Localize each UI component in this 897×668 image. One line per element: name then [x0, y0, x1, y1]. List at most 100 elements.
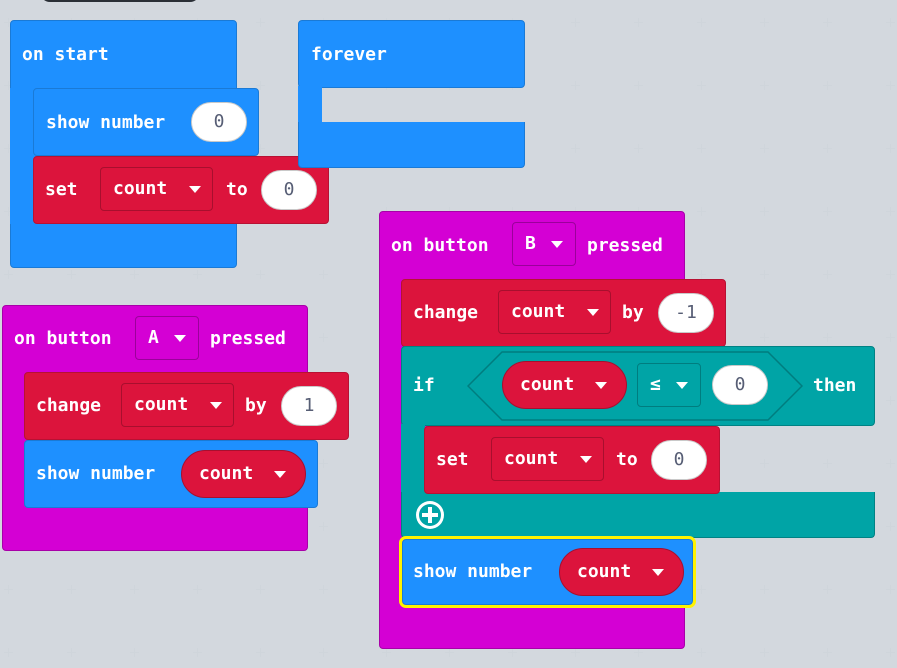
change-value-input[interactable]: -1 — [658, 293, 714, 333]
grid-cross — [256, 270, 265, 279]
grid-cross — [634, 144, 643, 153]
grid-cross — [256, 144, 265, 153]
variable-dropdown-label: count — [134, 394, 189, 415]
grid-cross — [319, 648, 328, 657]
variable-dropdown[interactable]: count — [491, 437, 604, 481]
variable-dropdown[interactable]: count — [498, 290, 611, 334]
grid-cross — [886, 207, 895, 216]
set-value-input[interactable]: 0 — [651, 440, 707, 480]
caret-down-icon — [210, 402, 222, 409]
show-number-label: show number — [46, 112, 166, 133]
caret-down-icon — [595, 382, 607, 389]
grid-cross — [760, 144, 769, 153]
grid-cross — [823, 333, 832, 342]
grid-cross — [508, 648, 517, 657]
show-number-value-input[interactable]: 0 — [191, 102, 247, 142]
grid-cross — [571, 144, 580, 153]
variable-dropdown-label: count — [113, 178, 168, 199]
grid-cross — [823, 18, 832, 27]
grid-cross — [193, 270, 202, 279]
grid-cross — [886, 270, 895, 279]
count-variable-reporter[interactable]: count — [181, 450, 306, 498]
forever-block[interactable] — [298, 20, 525, 88]
grid-cross — [445, 648, 454, 657]
grid-cross — [823, 81, 832, 90]
grid-cross — [760, 207, 769, 216]
pressed-label: pressed — [210, 328, 286, 349]
grid-cross — [760, 459, 769, 468]
if-label: if — [413, 375, 435, 396]
grid-cross — [4, 585, 13, 594]
grid-cross — [67, 585, 76, 594]
caret-down-icon — [652, 569, 664, 576]
grid-cross — [319, 333, 328, 342]
button-a-dropdown[interactable]: A — [135, 316, 199, 360]
on-button-label: on button — [14, 328, 112, 349]
caret-down-icon — [676, 382, 688, 389]
grid-cross — [193, 648, 202, 657]
set-value-input[interactable]: 0 — [261, 170, 317, 210]
caret-down-icon — [580, 456, 592, 463]
grid-cross — [886, 81, 895, 90]
if-footer — [401, 492, 875, 538]
caret-down-icon — [551, 241, 563, 248]
grid-cross — [760, 333, 769, 342]
if-spine — [401, 424, 425, 494]
grid-cross — [571, 81, 580, 90]
grid-cross — [319, 522, 328, 531]
grid-cross — [571, 648, 580, 657]
forever-label: forever — [311, 44, 387, 65]
grid-cross — [886, 648, 895, 657]
operator-label: ≤ — [650, 374, 661, 395]
variable-dropdown[interactable]: count — [100, 167, 213, 211]
count-reporter-label: count — [520, 374, 575, 395]
forever-spine — [298, 86, 322, 126]
count-variable-reporter[interactable]: count — [559, 548, 684, 596]
change-label: change — [36, 395, 102, 416]
grid-cross — [697, 144, 706, 153]
grid-cross — [697, 585, 706, 594]
grid-cross — [382, 648, 391, 657]
grid-cross — [760, 585, 769, 594]
grid-cross — [4, 207, 13, 216]
count-variable-reporter[interactable]: count — [502, 361, 627, 409]
plus-circle-icon[interactable] — [414, 499, 446, 531]
set-label: set — [436, 449, 469, 470]
grid-cross — [256, 81, 265, 90]
on-start-spine — [10, 88, 34, 224]
grid-cross — [886, 585, 895, 594]
button-b-dropdown[interactable]: B — [512, 222, 576, 266]
grid-cross — [823, 648, 832, 657]
operator-dropdown[interactable]: ≤ — [637, 363, 701, 407]
grid-cross — [823, 585, 832, 594]
grid-cross — [886, 522, 895, 531]
grid-cross — [193, 585, 202, 594]
forever-bottom — [298, 122, 525, 168]
grid-cross — [886, 144, 895, 153]
grid-cross — [130, 270, 139, 279]
button-a-dropdown-label: A — [148, 327, 159, 348]
grid-cross — [319, 459, 328, 468]
grid-cross — [4, 648, 13, 657]
toolbar-edge — [40, 0, 200, 2]
caret-down-icon — [174, 335, 186, 342]
caret-down-icon — [587, 309, 599, 316]
grid-cross — [760, 270, 769, 279]
grid-cross — [4, 81, 13, 90]
compare-value-input[interactable]: 0 — [712, 365, 768, 405]
grid-cross — [571, 18, 580, 27]
change-value-input[interactable]: 1 — [281, 386, 337, 426]
grid-cross — [760, 648, 769, 657]
grid-cross — [67, 270, 76, 279]
grid-cross — [760, 18, 769, 27]
grid-cross — [697, 207, 706, 216]
button-b-dropdown-label: B — [525, 233, 536, 254]
grid-cross — [634, 648, 643, 657]
grid-cross — [697, 270, 706, 279]
grid-cross — [256, 648, 265, 657]
then-label: then — [813, 375, 857, 396]
variable-dropdown-label: count — [504, 448, 559, 469]
variable-dropdown[interactable]: count — [121, 383, 234, 427]
to-label: to — [226, 179, 248, 200]
grid-cross — [634, 18, 643, 27]
